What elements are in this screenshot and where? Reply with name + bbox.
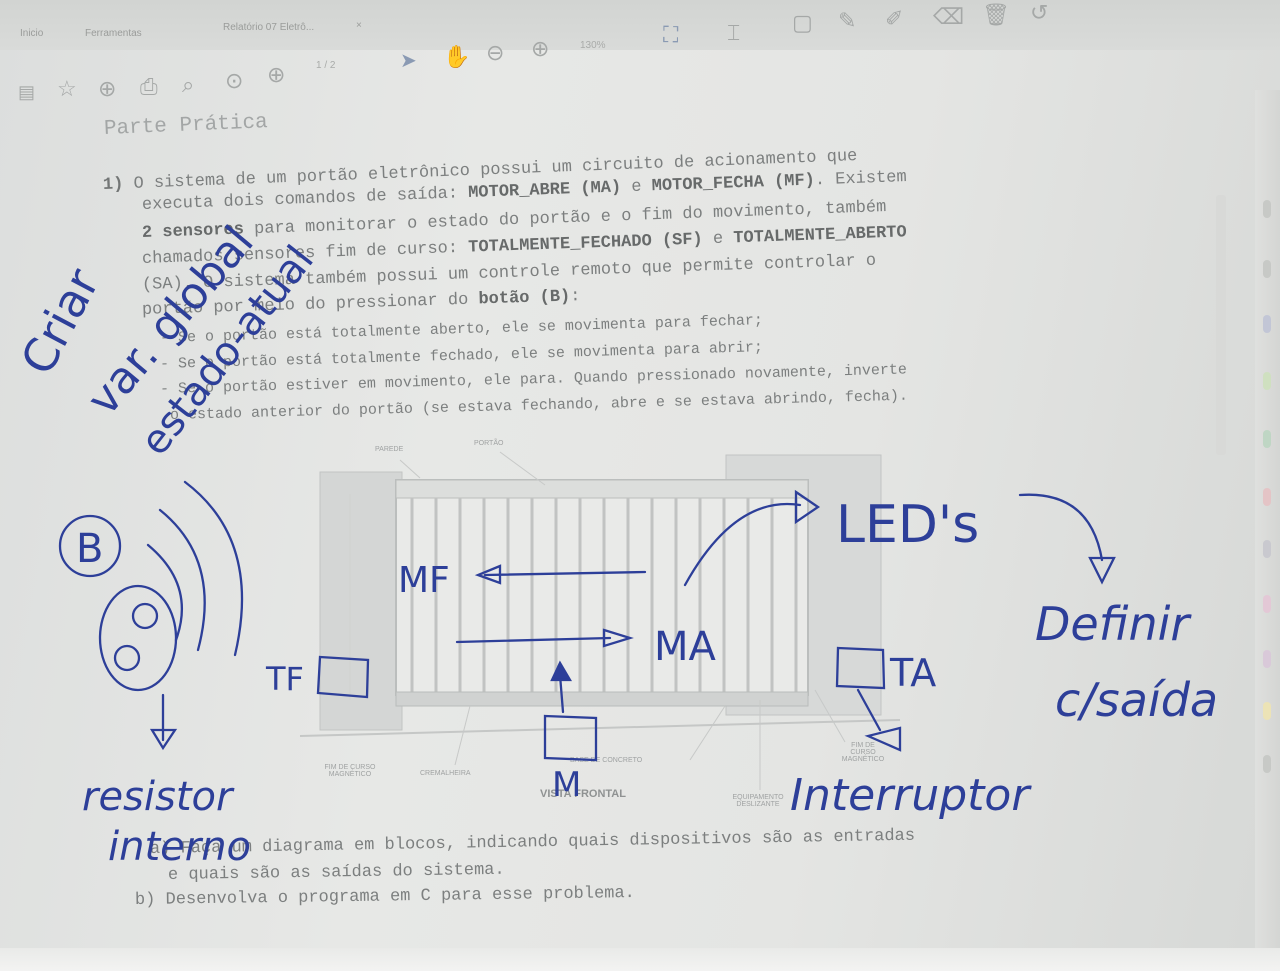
button-b-circle xyxy=(58,514,122,578)
page-indicator[interactable]: 1 / 2 xyxy=(316,60,336,71)
note-interruptor: Interruptor xyxy=(790,770,1032,821)
note-ta: TA xyxy=(889,651,936,695)
arrow-head-icon xyxy=(864,726,902,752)
page-down-icon[interactable]: ⊕ xyxy=(267,62,286,87)
note-leds: LED's xyxy=(836,495,979,555)
panel-icon[interactable] xyxy=(1263,430,1271,448)
remote-button-icon xyxy=(131,602,159,630)
note-mf: MF xyxy=(398,560,450,601)
search-icon[interactable]: ⌕ xyxy=(182,72,195,97)
right-panel xyxy=(1255,90,1280,950)
arrow-leds xyxy=(683,502,802,587)
gate-frame xyxy=(395,479,809,696)
note-ma: MA xyxy=(654,624,717,670)
tab-document[interactable]: Relatório 07 Eletrô... xyxy=(223,22,315,33)
panel-icon[interactable] xyxy=(1263,595,1271,613)
tab-ferramentas[interactable]: Ferramentas xyxy=(85,28,142,39)
arrow-head-icon xyxy=(794,489,821,525)
figure-label-vista: VISTA FRONTAL xyxy=(540,788,626,800)
gate-top-rail xyxy=(395,479,809,499)
figure-label-equipamento: EQUIPAMENTO DESLIZANTE xyxy=(732,794,784,808)
pen-icon[interactable]: ✎ xyxy=(838,8,857,33)
note-m: M xyxy=(552,765,581,805)
signal-wave-icon xyxy=(183,480,244,657)
gate-bars xyxy=(410,498,798,692)
panel-icon[interactable] xyxy=(1263,372,1271,390)
arrow-definir xyxy=(1018,493,1104,562)
cursor-icon[interactable]: ➤ xyxy=(400,50,417,72)
share-icon[interactable]: ⊕ xyxy=(98,76,117,101)
note-tf: TF xyxy=(265,660,304,698)
note-criar: Criar xyxy=(10,260,110,383)
zoom-level[interactable]: 130% xyxy=(580,40,606,51)
signal-wave-icon xyxy=(158,508,206,652)
gate-bottom-rail xyxy=(395,691,809,707)
zoom-in-icon[interactable]: ⊕ xyxy=(531,36,550,61)
leader-line xyxy=(814,689,846,743)
arrow-head-icon xyxy=(550,660,573,682)
panel-icon[interactable] xyxy=(1263,260,1271,278)
remote-outline xyxy=(98,584,178,692)
panel-icon[interactable] xyxy=(1263,200,1271,218)
tab-strip: Inicio Ferramentas Relatório 07 Eletrô..… xyxy=(0,0,1280,50)
motor-box xyxy=(543,714,598,762)
print-icon[interactable]: ⎙ xyxy=(140,74,158,99)
panel-icon[interactable] xyxy=(1263,702,1271,720)
trash-icon[interactable]: 🗑 xyxy=(982,2,1010,27)
arrow-interruptor xyxy=(856,688,882,732)
page-up-icon[interactable]: ⊙ xyxy=(225,68,244,93)
figure-label-fim-curso-2: FIM DE CURSO MAGNÉTICO xyxy=(841,742,885,763)
leader-line xyxy=(499,451,546,486)
star-icon[interactable]: ☆ xyxy=(57,76,77,101)
leader-line xyxy=(399,459,421,479)
vertical-scrollbar[interactable] xyxy=(1216,195,1226,455)
panel-icon[interactable] xyxy=(1263,488,1271,506)
note-resistor: resistor xyxy=(82,774,235,820)
tab-inicio[interactable]: Inicio xyxy=(20,28,44,39)
sensor-ta-box xyxy=(835,646,886,690)
figure-label-portao: PORTÃO xyxy=(474,440,504,447)
arrow-head-icon xyxy=(149,728,178,751)
note-interno: interno xyxy=(108,824,251,870)
zoom-out-icon[interactable]: ⊖ xyxy=(486,40,505,65)
note-definir: Definir xyxy=(1035,597,1192,651)
figure-label-fim-curso: FIM DE CURSO MAGNÉTICO xyxy=(324,764,376,778)
hand-icon[interactable]: ✋ xyxy=(443,44,471,69)
ground-line xyxy=(299,719,901,737)
highlighter-icon[interactable]: ✐ xyxy=(885,6,904,31)
panel-icon[interactable] xyxy=(1263,315,1271,333)
arrow-head-icon xyxy=(474,564,502,585)
fit-page-icon[interactable]: ⛶ xyxy=(663,22,679,47)
handwriting xyxy=(58,480,1116,762)
note-c-saida: c/saída xyxy=(1055,673,1218,727)
panel-icon[interactable] xyxy=(1263,650,1271,668)
comment-icon[interactable]: ▢ xyxy=(792,10,813,35)
note-b: B xyxy=(76,526,103,572)
tab-close-icon[interactable]: × xyxy=(356,20,362,31)
eraser-icon[interactable]: ⌫ xyxy=(933,4,965,29)
sensor-tf-box xyxy=(316,655,370,699)
leader-line xyxy=(689,705,726,761)
figure-label-base: BASE DE CONCRETO xyxy=(570,757,643,764)
arrow-ma xyxy=(455,636,612,644)
panel-icon[interactable] xyxy=(1263,540,1271,558)
text-select-icon[interactable]: ⌶ xyxy=(727,20,741,45)
remote-button-icon xyxy=(113,644,141,672)
wall-left xyxy=(319,471,403,731)
arrow-mf xyxy=(483,570,647,577)
undo-icon[interactable]: ↺ xyxy=(1030,0,1049,25)
leader-line xyxy=(454,705,471,766)
panel-icon[interactable] xyxy=(1263,755,1271,773)
toolbar: ▤ ☆ ⊕ ⎙ ⌕ ⊙ ⊕ 1 / 2 ➤ ✋ ⊖ ⊕ 130% ⛶ ⌶ ▢ ✎… xyxy=(0,0,1280,102)
figure-label-parede: PAREDE xyxy=(375,446,404,453)
sidebar-toggle-icon[interactable]: ▤ xyxy=(18,82,36,102)
screen-bezel xyxy=(0,948,1280,971)
figure-label-cremalheira: CREMALHEIRA xyxy=(420,770,471,777)
arrow-motor xyxy=(558,673,565,714)
signal-wave-icon xyxy=(146,543,184,642)
arrow-head-icon xyxy=(602,628,634,648)
arrow-head-icon xyxy=(1088,556,1116,585)
